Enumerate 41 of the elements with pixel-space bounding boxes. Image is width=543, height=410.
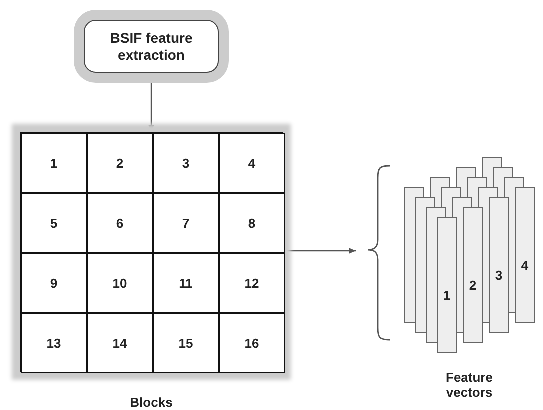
stack-caption: Feature vectors bbox=[445, 370, 494, 400]
block-number: 11 bbox=[179, 276, 193, 290]
grid-cell bbox=[87, 133, 153, 193]
vector-number: 1 bbox=[443, 288, 451, 302]
grid-cell bbox=[153, 253, 219, 313]
vector-number: 3 bbox=[495, 268, 503, 282]
block-number: 5 bbox=[50, 216, 58, 230]
block-number: 14 bbox=[112, 336, 128, 350]
block-number: 6 bbox=[116, 216, 124, 230]
grid-cell bbox=[21, 313, 87, 373]
grid-cell bbox=[21, 193, 87, 253]
grid-cell bbox=[87, 193, 153, 253]
block-number: 4 bbox=[248, 156, 256, 170]
block-number: 2 bbox=[116, 156, 124, 170]
block-number: 1 bbox=[50, 156, 58, 170]
grid-cell bbox=[87, 253, 153, 313]
grid-caption: Blocks bbox=[129, 395, 174, 410]
grid-cell bbox=[21, 253, 87, 313]
grid-cell bbox=[153, 193, 219, 253]
block-number: 13 bbox=[46, 336, 62, 350]
feature-bar bbox=[515, 187, 535, 323]
grid-cell bbox=[219, 313, 285, 373]
block-number: 8 bbox=[248, 216, 256, 230]
grid-cell bbox=[219, 133, 285, 193]
grid-cell bbox=[153, 313, 219, 373]
block-number: 7 bbox=[182, 216, 190, 230]
vector-number: 4 bbox=[521, 258, 529, 272]
block-number: 9 bbox=[50, 276, 58, 290]
block-number: 16 bbox=[244, 336, 260, 350]
box-label: BSIF feature extraction bbox=[109, 30, 194, 64]
block-number: 3 bbox=[182, 156, 190, 170]
arrow bbox=[285, 248, 356, 254]
grid-cell bbox=[87, 313, 153, 373]
grid-cell bbox=[219, 193, 285, 253]
grid-cell bbox=[21, 133, 87, 193]
block-number: 12 bbox=[244, 276, 260, 290]
block-number: 10 bbox=[112, 276, 128, 290]
vector-number: 2 bbox=[469, 278, 477, 292]
grid-cell bbox=[153, 133, 219, 193]
block-number: 15 bbox=[178, 336, 194, 350]
grid-cell bbox=[219, 253, 285, 313]
